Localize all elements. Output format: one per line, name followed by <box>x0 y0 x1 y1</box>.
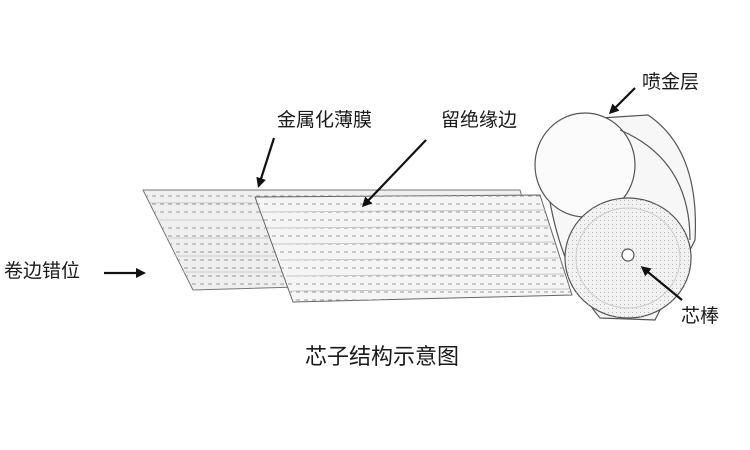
sprayed-metal-label: 喷金层 <box>642 71 700 93</box>
sprayed-metal-arrow <box>608 87 636 115</box>
core-rod-arrow <box>640 266 683 301</box>
core-rod-label: 芯棒 <box>681 305 720 327</box>
film-sheet-front <box>254 194 573 303</box>
metal-film-label: 金属化薄膜 <box>277 109 373 131</box>
diagram-caption: 芯子结构示意图 <box>305 345 460 370</box>
insulating-margin-arrow <box>361 139 427 208</box>
metal-film-arrow <box>256 137 276 188</box>
insulating-margin-label: 留绝缘边 <box>441 109 518 131</box>
winding-offset-label: 卷边错位 <box>4 260 81 282</box>
winding-roll <box>534 112 697 321</box>
core-rod-hole <box>621 248 635 262</box>
